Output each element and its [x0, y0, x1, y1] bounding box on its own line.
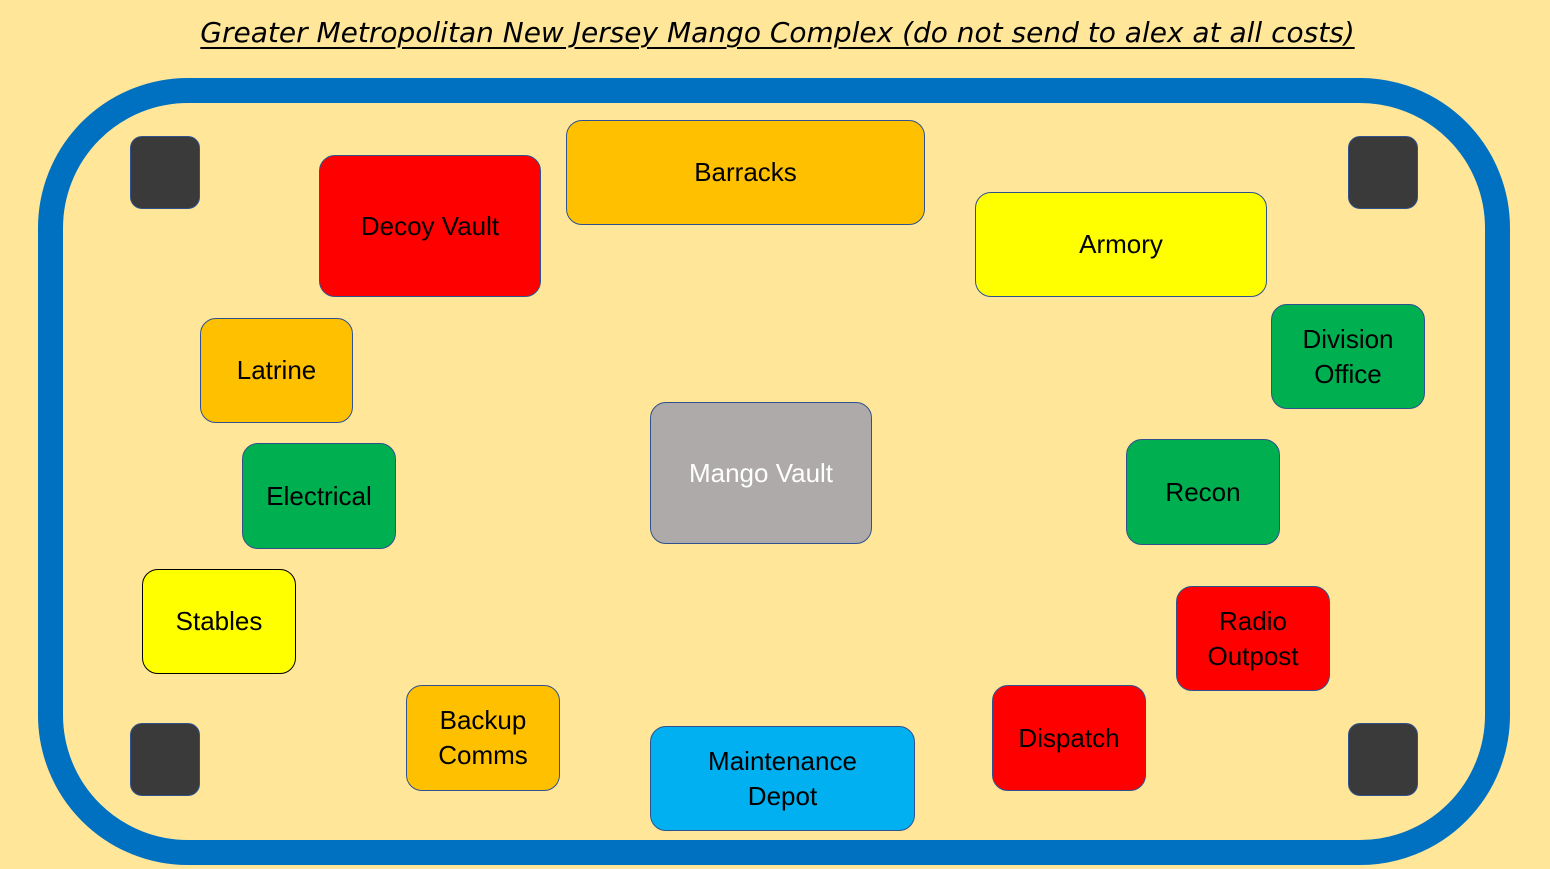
building-electrical: Electrical: [242, 443, 396, 549]
building-label: Armory: [1079, 229, 1163, 259]
building-label: Radio Outpost: [1207, 605, 1299, 671]
building-mango-vault: Mango Vault: [650, 402, 872, 544]
building-label: Dispatch: [1018, 722, 1120, 753]
building-decoy-vault: Decoy Vault: [319, 155, 541, 297]
building-radio-outpost: Radio Outpost: [1176, 586, 1330, 691]
building-label: Backup Comms: [438, 705, 528, 770]
watchtower-top-right: [1348, 136, 1418, 209]
diagram-title: Greater Metropolitan New Jersey Mango Co…: [200, 16, 1355, 49]
building-label: Mango Vault: [688, 457, 834, 488]
building-label: Decoy Vault: [360, 210, 500, 241]
building-latrine: Latrine: [200, 318, 353, 423]
building-label: Maintenance Depot: [708, 745, 857, 811]
building-label: Electrical: [266, 480, 372, 511]
building-stables: Stables: [142, 569, 296, 674]
building-label: Stables: [175, 606, 263, 636]
building-dispatch: Dispatch: [992, 685, 1146, 791]
perimeter-wall: [38, 78, 1510, 865]
building-recon: Recon: [1126, 439, 1280, 545]
building-maintenance-depot: Maintenance Depot: [650, 726, 915, 831]
watchtower-bottom-right: [1348, 723, 1418, 796]
building-label: Recon: [1165, 476, 1241, 507]
building-label: Barracks: [694, 157, 797, 187]
building-backup-comms: Backup Comms: [406, 685, 560, 791]
building-division-office: Division Office: [1271, 304, 1425, 409]
building-armory: Armory: [975, 192, 1267, 297]
building-label: Division Office: [1302, 323, 1394, 389]
building-barracks: Barracks: [566, 120, 925, 225]
building-label: Latrine: [236, 355, 317, 385]
watchtower-bottom-left: [130, 723, 200, 796]
watchtower-top-left: [130, 136, 200, 209]
